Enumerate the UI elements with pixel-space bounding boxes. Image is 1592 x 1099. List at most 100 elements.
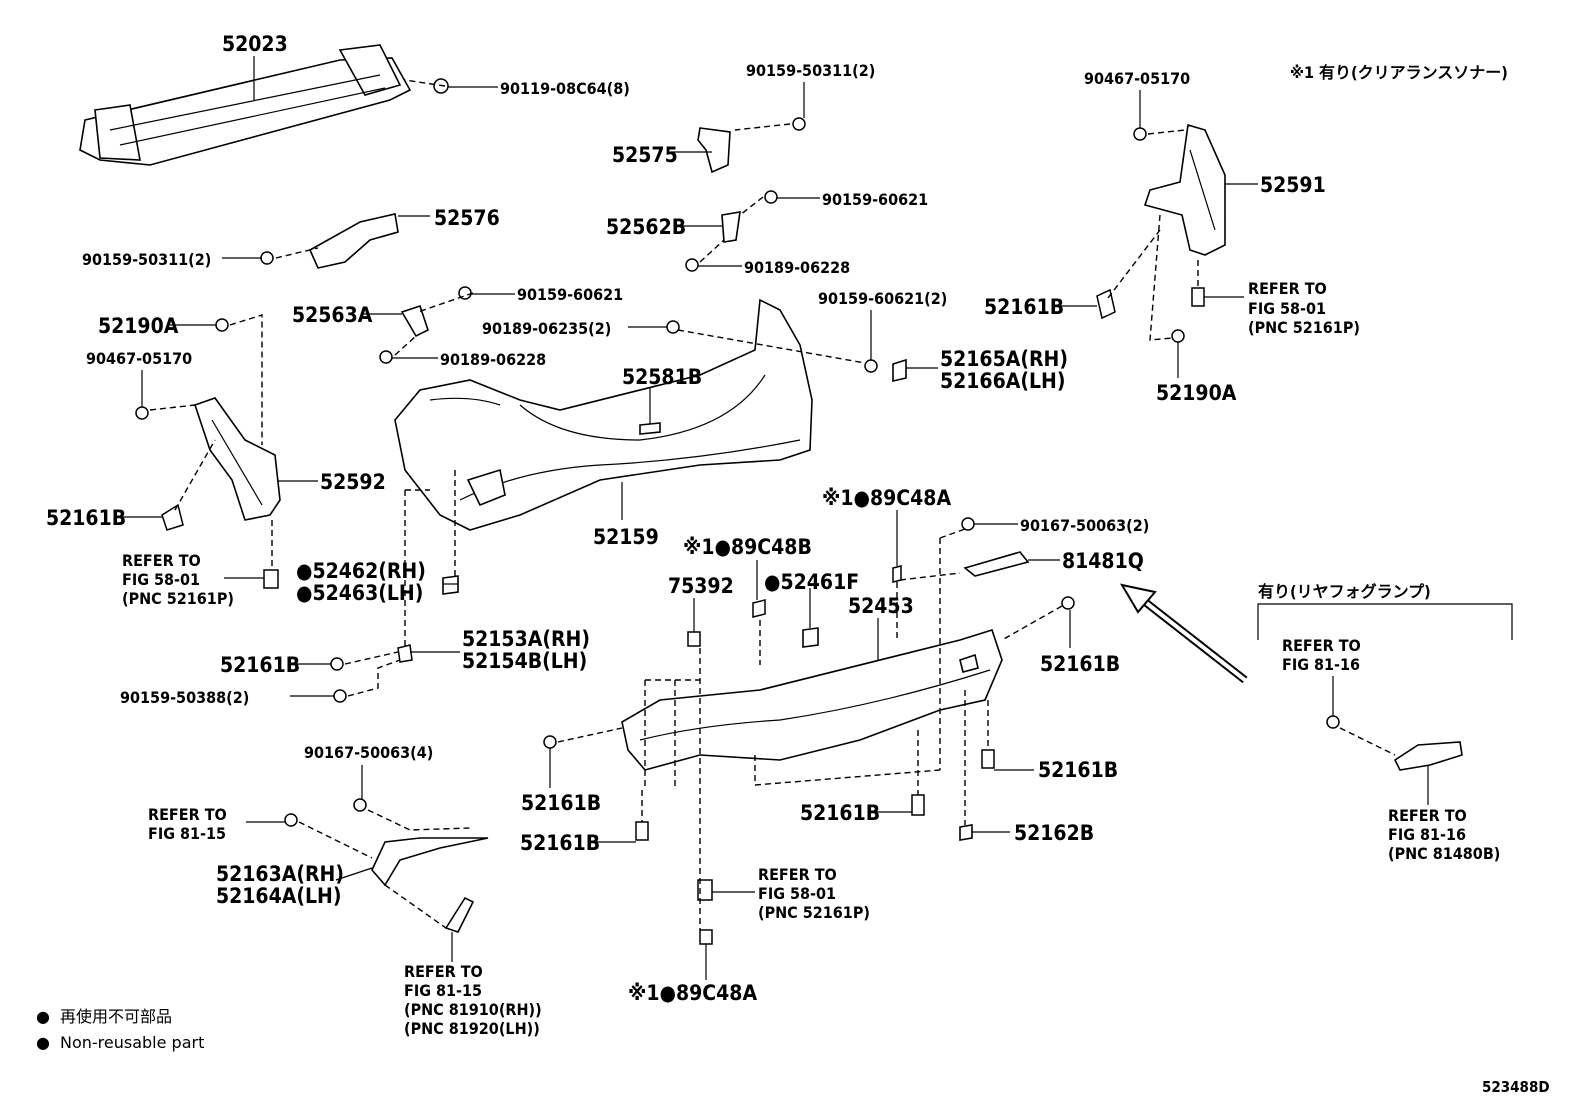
- label-52453[interactable]: 52453: [848, 594, 914, 618]
- clip-52161B-a[interactable]: [1096, 288, 1116, 320]
- label-52166A-LH[interactable]: 52166A(LH): [940, 369, 1065, 393]
- label-90189-06228-a[interactable]: 90189-06228: [744, 258, 850, 277]
- label-75392[interactable]: 75392: [668, 574, 734, 598]
- label-52153A-RH[interactable]: 52153A(RH): [462, 627, 590, 651]
- label-refer-f1[interactable]: REFER TO: [758, 865, 837, 884]
- clip-52161B-b[interactable]: [161, 503, 184, 531]
- part-reflector-81910-drawing[interactable]: [444, 896, 475, 933]
- label-89C48A-a[interactable]: ※1●89C48A: [822, 486, 951, 510]
- fastener-90159-50311-b[interactable]: [260, 251, 274, 265]
- fastener-fog-lamp[interactable]: [1326, 715, 1340, 729]
- label-90159-50311-b[interactable]: 90159-50311(2): [82, 250, 211, 269]
- label-90159-60621-a[interactable]: 90159-60621: [822, 190, 928, 209]
- label-89C48A-b[interactable]: ※1●89C48A: [628, 981, 757, 1005]
- label-refer-c2[interactable]: FIG 81-16: [1282, 655, 1360, 674]
- fastener-90189-06228-a[interactable]: [685, 258, 699, 272]
- clip-52161B-h[interactable]: [911, 794, 925, 816]
- part-52462-pad-drawing[interactable]: [442, 575, 459, 595]
- label-52461F[interactable]: ●52461F: [764, 570, 859, 594]
- label-52159[interactable]: 52159: [593, 525, 659, 549]
- label-52592[interactable]: 52592: [320, 470, 386, 494]
- part-52591-drawing[interactable]: [1143, 123, 1226, 256]
- fastener-90167-50063-b[interactable]: [353, 798, 367, 812]
- label-52581B[interactable]: 52581B: [622, 365, 702, 389]
- clip-52161B-g[interactable]: [635, 821, 649, 841]
- fastener-90189-06235[interactable]: [666, 320, 680, 334]
- label-90119-08C64[interactable]: 90119-08C64(8): [500, 79, 630, 98]
- label-52163A-RH[interactable]: 52163A(RH): [216, 862, 344, 886]
- label-refer-a2[interactable]: FIG 58-01: [1248, 299, 1326, 318]
- label-refer-a1[interactable]: REFER TO: [1248, 279, 1327, 298]
- label-90467-05170-b[interactable]: 90467-05170: [86, 349, 192, 368]
- label-52164A-LH[interactable]: 52164A(LH): [216, 884, 341, 908]
- part-52592-drawing[interactable]: [193, 397, 281, 521]
- label-52161B-c[interactable]: 52161B: [220, 653, 300, 677]
- part-fog-lamp-drawing[interactable]: [1393, 741, 1463, 771]
- clip-52161B-e[interactable]: [543, 735, 557, 749]
- label-52161B-d[interactable]: 52161B: [1040, 652, 1120, 676]
- label-refer-e1[interactable]: REFER TO: [1388, 806, 1467, 825]
- part-52162B-pad-drawing[interactable]: [959, 824, 973, 841]
- part-52453-lower-cover-drawing[interactable]: [621, 629, 1003, 771]
- label-52165A-RH[interactable]: 52165A(RH): [940, 347, 1068, 371]
- clip-89C48A-b[interactable]: [699, 929, 713, 945]
- clip-52153A[interactable]: [397, 644, 413, 663]
- label-refer-a3[interactable]: (PNC 52161P): [1248, 318, 1360, 337]
- label-refer-g3[interactable]: (PNC 81910(RH)): [404, 1000, 542, 1019]
- label-52154B-LH[interactable]: 52154B(LH): [462, 649, 587, 673]
- label-52563A[interactable]: 52563A: [292, 303, 373, 327]
- fastener-refer-81-15[interactable]: [284, 813, 298, 827]
- fastener-90467-b[interactable]: [135, 406, 149, 420]
- label-52575[interactable]: 52575: [612, 143, 678, 167]
- fastener-90159-50311-a[interactable]: [792, 117, 806, 131]
- part-52562B-drawing[interactable]: [721, 211, 741, 243]
- part-81481Q-drawing[interactable]: [963, 551, 1030, 577]
- clip-52190A-a[interactable]: [215, 318, 229, 332]
- label-52161B-b[interactable]: 52161B: [46, 506, 126, 530]
- label-52161B-e[interactable]: 52161B: [521, 791, 601, 815]
- label-89C48B[interactable]: ※1●89C48B: [683, 535, 812, 559]
- label-90167-50063-b[interactable]: 90167-50063(4): [304, 743, 433, 762]
- label-52462-RH[interactable]: ●52462(RH): [296, 559, 426, 583]
- label-refer-b1[interactable]: REFER TO: [122, 551, 201, 570]
- label-90467-05170-a[interactable]: 90467-05170: [1084, 69, 1190, 88]
- label-refer-c1[interactable]: REFER TO: [1282, 636, 1361, 655]
- clip-52161B-d[interactable]: [1061, 596, 1075, 610]
- label-52023[interactable]: 52023: [222, 32, 288, 56]
- label-52463-LH[interactable]: ●52463(LH): [296, 581, 423, 605]
- label-52161B-a[interactable]: 52161B: [984, 295, 1064, 319]
- label-52161B-g[interactable]: 52161B: [520, 831, 600, 855]
- label-90189-06228-b[interactable]: 90189-06228: [440, 350, 546, 369]
- part-52165A-pad-drawing[interactable]: [892, 358, 907, 383]
- label-90189-06235[interactable]: 90189-06235(2): [482, 319, 611, 338]
- label-refer-e3[interactable]: (PNC 81480B): [1388, 844, 1500, 863]
- label-refer-g4[interactable]: (PNC 81920(LH)): [404, 1019, 540, 1038]
- clip-refer-58-01-a[interactable]: [1191, 287, 1205, 307]
- fastener-90159-50388[interactable]: [333, 689, 347, 703]
- label-refer-d1[interactable]: REFER TO: [148, 805, 227, 824]
- clip-89C48B[interactable]: [752, 599, 766, 618]
- part-52461F-pad-drawing[interactable]: [802, 627, 819, 648]
- part-52163A-drawing[interactable]: [371, 837, 489, 887]
- fastener-90167-50063-a[interactable]: [961, 517, 975, 531]
- label-refer-d2[interactable]: FIG 81-15: [148, 824, 226, 843]
- label-90159-60621-b[interactable]: 90159-60621: [517, 285, 623, 304]
- label-90167-50063-a[interactable]: 90167-50063(2): [1020, 516, 1149, 535]
- label-refer-g2[interactable]: FIG 81-15: [404, 981, 482, 1000]
- part-52575-drawing[interactable]: [697, 127, 731, 174]
- label-refer-f3[interactable]: (PNC 52161P): [758, 903, 870, 922]
- clip-89C48A-a[interactable]: [892, 565, 902, 583]
- clip-75392[interactable]: [687, 631, 701, 647]
- label-refer-g1[interactable]: REFER TO: [404, 962, 483, 981]
- label-81481Q[interactable]: 81481Q: [1062, 549, 1144, 573]
- fastener-90189-06228-b[interactable]: [379, 350, 393, 364]
- clip-52161B-f[interactable]: [981, 749, 995, 769]
- part-52576-drawing[interactable]: [308, 213, 399, 269]
- clip-refer-58-01-b[interactable]: [263, 569, 279, 589]
- fastener-90159-60621-a[interactable]: [764, 190, 778, 204]
- label-52190A-b[interactable]: 52190A: [1156, 381, 1237, 405]
- fastener-90467-a[interactable]: [1133, 127, 1147, 141]
- label-refer-b2[interactable]: FIG 58-01: [122, 570, 200, 589]
- label-52161B-h[interactable]: 52161B: [800, 801, 880, 825]
- label-90159-60621-c[interactable]: 90159-60621(2): [818, 289, 947, 308]
